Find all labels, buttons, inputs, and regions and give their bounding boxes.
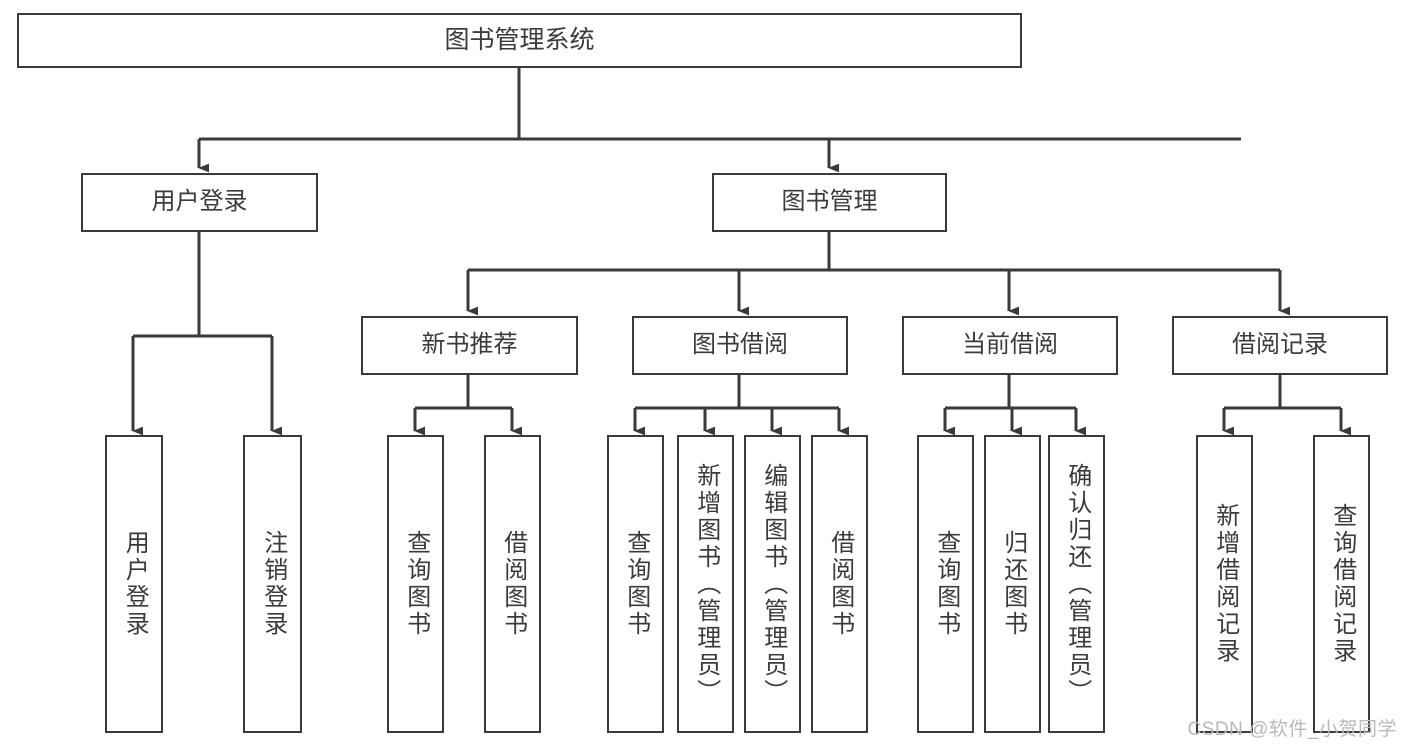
node-label: 用户登录: [151, 188, 248, 216]
node-label: 图书管理系统: [444, 25, 595, 54]
leaf-query-books-current[interactable]: 查询图书: [917, 435, 974, 733]
node-label: 图书管理: [781, 188, 878, 216]
node-label: 新增借阅记录: [1211, 503, 1239, 665]
leaf-borrow-books-borrowing[interactable]: 借阅图书: [811, 435, 868, 733]
node-label: 新书推荐: [421, 331, 518, 359]
node-label: 确认归还（管理员）: [1063, 462, 1091, 706]
node-label: 新增图书（管理员）: [692, 462, 720, 706]
node-label: 当前借阅: [962, 331, 1058, 359]
node-label: 编辑图书（管理员）: [759, 462, 787, 706]
node-book-borrowing[interactable]: 图书借阅: [632, 316, 848, 375]
node-label: 借阅图书: [499, 530, 527, 638]
leaf-logout[interactable]: 注销登录: [243, 435, 302, 733]
leaf-query-borrowing-record[interactable]: 查询借阅记录: [1313, 435, 1370, 733]
node-label: 查询图书: [932, 530, 960, 638]
leaf-add-borrowing-record[interactable]: 新增借阅记录: [1196, 435, 1253, 733]
node-label: 借阅记录: [1232, 331, 1328, 359]
node-borrowing-records[interactable]: 借阅记录: [1172, 316, 1388, 375]
leaf-return-books[interactable]: 归还图书: [984, 435, 1041, 733]
leaf-borrow-books-recommendation[interactable]: 借阅图书: [484, 435, 541, 733]
leaf-add-book-admin[interactable]: 新增图书（管理员）: [677, 435, 734, 733]
node-label: 查询借阅记录: [1328, 503, 1356, 665]
node-label: 借阅图书: [826, 530, 854, 638]
node-book-management[interactable]: 图书管理: [712, 173, 947, 232]
leaf-query-books-recommendation[interactable]: 查询图书: [387, 435, 444, 733]
leaf-confirm-return-admin[interactable]: 确认归还（管理员）: [1048, 435, 1105, 733]
node-current-borrowing[interactable]: 当前借阅: [902, 316, 1118, 375]
node-label: 图书借阅: [692, 331, 788, 359]
node-new-book-recommendation[interactable]: 新书推荐: [361, 316, 578, 375]
leaf-user-login[interactable]: 用户登录: [105, 435, 163, 733]
node-label: 查询图书: [402, 530, 430, 638]
node-user-login[interactable]: 用户登录: [81, 173, 318, 232]
node-label: 用户登录: [121, 530, 149, 638]
leaf-edit-book-admin[interactable]: 编辑图书（管理员）: [744, 435, 801, 733]
watermark-text: CSDN @软件_小贺同学: [1187, 719, 1397, 740]
node-label: 查询图书: [622, 530, 650, 638]
node-label: 注销登录: [259, 530, 287, 638]
node-label: 归还图书: [999, 530, 1027, 638]
leaf-query-books-borrowing[interactable]: 查询图书: [607, 435, 664, 733]
node-root-system[interactable]: 图书管理系统: [17, 13, 1022, 68]
